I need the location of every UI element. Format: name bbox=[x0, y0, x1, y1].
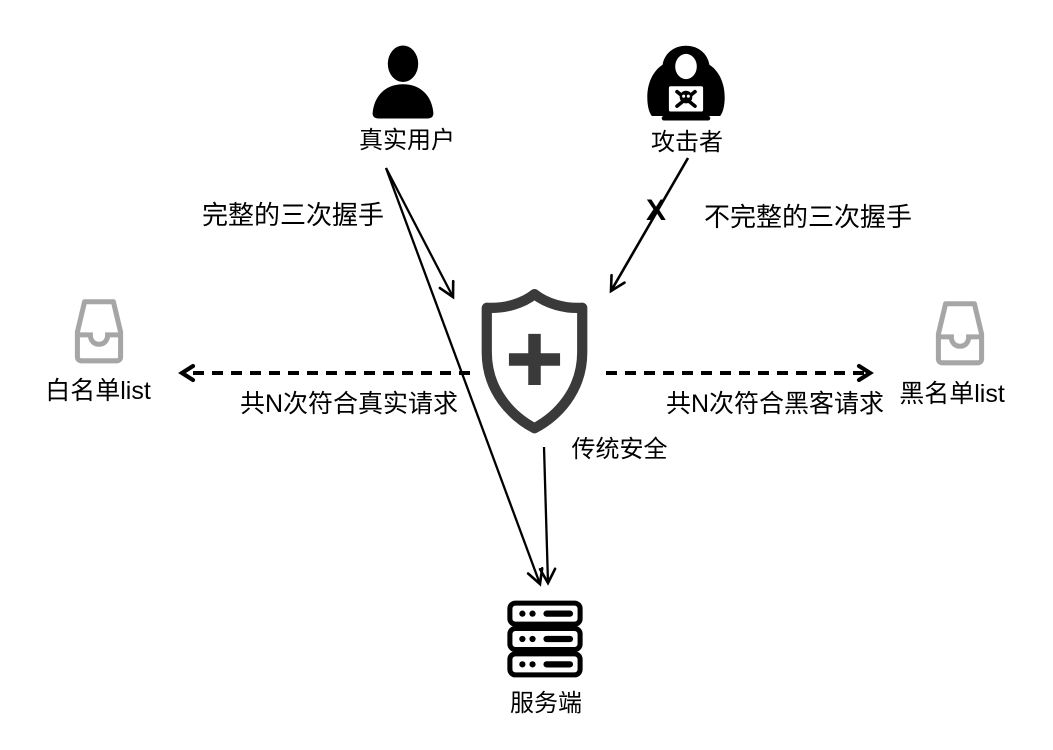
blacklist-flow-label: 共N次符合黑客请求 bbox=[665, 390, 885, 418]
incomplete-handshake-label: 不完整的三次握手 bbox=[703, 202, 912, 232]
blocked-x-mark: X bbox=[645, 194, 666, 227]
edge-user-to-shield bbox=[384, 167, 455, 300]
shield-label: 传统安全 bbox=[571, 436, 668, 463]
edge-shield-to-server bbox=[538, 446, 557, 586]
inbox-tray-icon-whitelist bbox=[63, 294, 135, 370]
edge-attacker-to-shield bbox=[609, 157, 690, 294]
blacklist-label: 黑名单list bbox=[899, 380, 1005, 408]
shield-plus-icon bbox=[472, 286, 597, 450]
user-label: 真实用户 bbox=[359, 127, 455, 154]
server-label: 服务端 bbox=[510, 690, 582, 717]
user-icon bbox=[365, 43, 441, 121]
hacker-icon bbox=[641, 44, 731, 134]
inbox-tray-icon-blacklist bbox=[924, 296, 996, 372]
whitelist-label: 白名单list bbox=[45, 377, 151, 405]
whitelist-flow-label: 共N次符合真实请求 bbox=[239, 390, 459, 418]
complete-handshake-label: 完整的三次握手 bbox=[201, 200, 384, 230]
attacker-label: 攻击者 bbox=[651, 129, 723, 156]
edge-user-to-server bbox=[384, 167, 544, 587]
server-icon bbox=[505, 600, 585, 678]
